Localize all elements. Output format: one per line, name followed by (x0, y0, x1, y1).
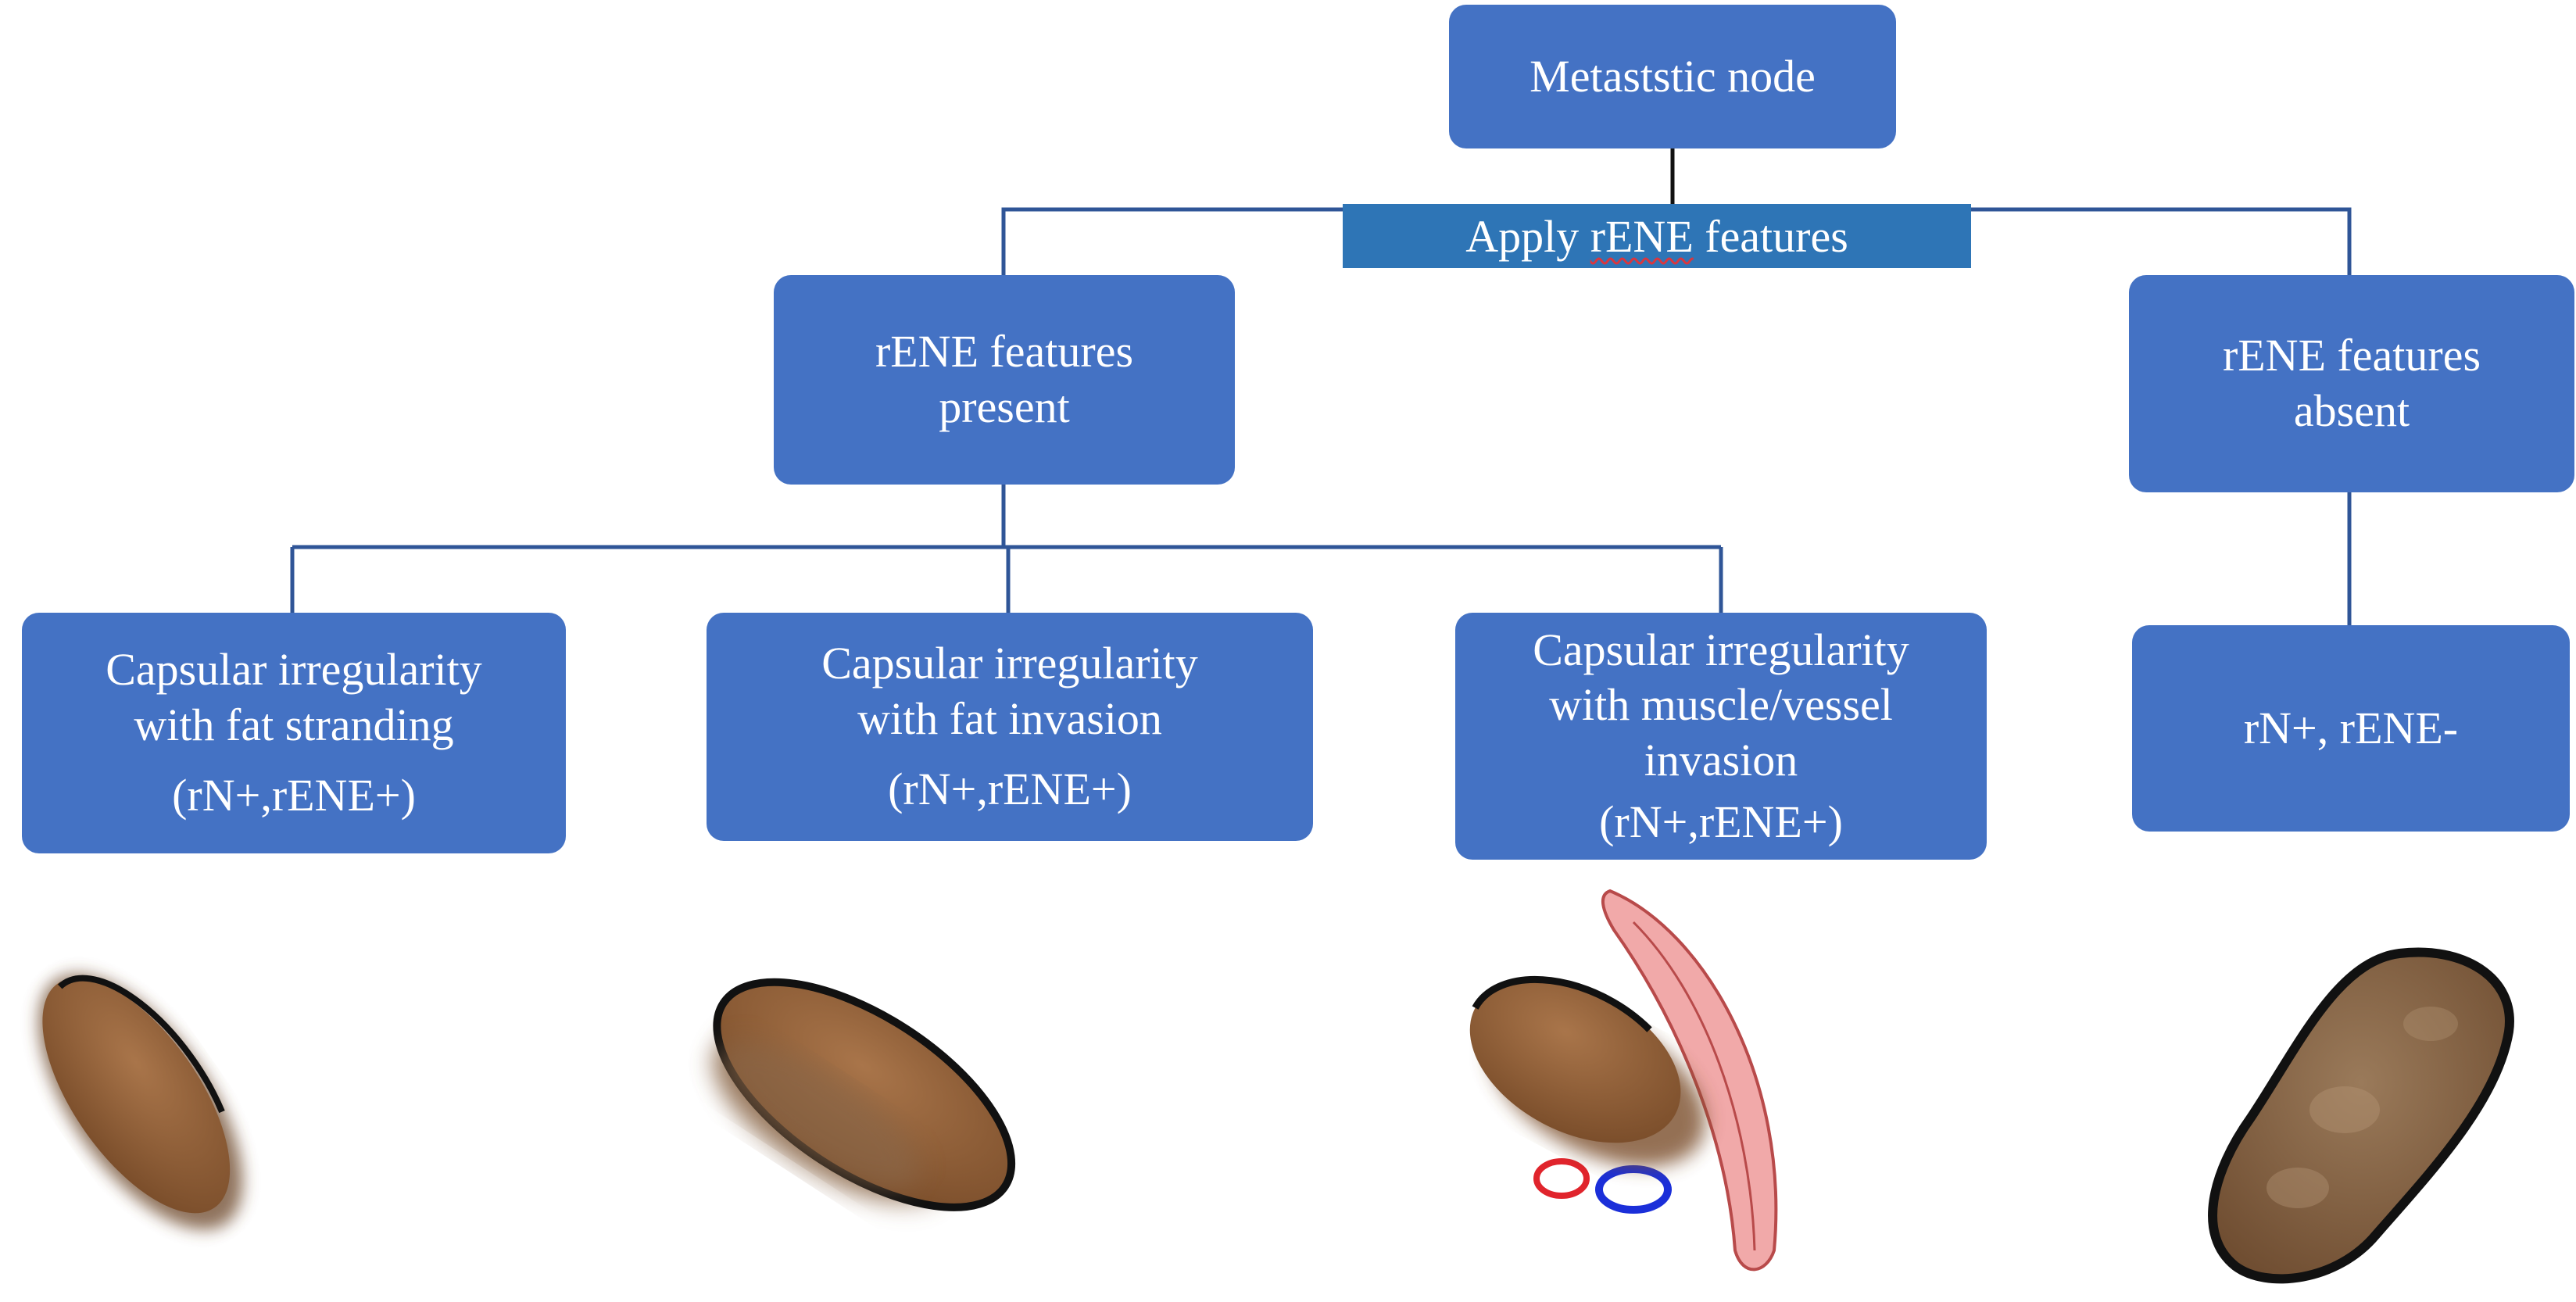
leaf1-stage: (rN+,rENE+) (172, 770, 416, 821)
rene-absent-box: rENE features absent (2129, 275, 2574, 492)
leaf3-stage: (rN+,rENE+) (1599, 796, 1843, 847)
rene-present-box: rENE features present (774, 275, 1235, 485)
node-rene-negative-illustration (2208, 947, 2514, 1284)
apply-term: rENE (1590, 210, 1694, 262)
muscle-vessel-invasion-box: Capsular irregularity with muscle/vessel… (1455, 613, 1987, 860)
leaf4-stage: rN+, rENE- (2243, 702, 2459, 753)
leaf3-line3: invasion (1644, 735, 1798, 785)
vein-shape (1595, 1165, 1672, 1214)
leaf2-line1: Capsular irregularity (821, 637, 1198, 689)
absent-line2: absent (2293, 385, 2410, 436)
artery-shape (1533, 1158, 1590, 1199)
connector-apply-absent (1971, 207, 2352, 275)
root-label: Metaststic node (1530, 50, 1816, 102)
rn-positive-rene-negative-box: rN+, rENE- (2132, 625, 2570, 832)
node-fat-invasion-illustration (713, 978, 1016, 1211)
leaf1-line2: with fat stranding (134, 699, 454, 750)
absent-line1: rENE features (2222, 330, 2481, 381)
fat-invasion-box: Capsular irregularity with fat invasion … (707, 613, 1313, 841)
leaf3-line2: with muscle/vessel (1549, 679, 1893, 731)
present-line1: rENE features (875, 326, 1134, 377)
apply-rene-features-bar: Apply rENE features (1343, 204, 1971, 268)
present-line2: present (939, 381, 1070, 432)
leaf3-line1: Capsular irregularity (1533, 624, 1909, 675)
apply-prefix: Apply (1465, 210, 1590, 262)
muscle-shape (1601, 889, 1778, 1272)
apply-suffix: features (1693, 210, 1848, 262)
fat-stranding-box: Capsular irregularity with fat stranding… (22, 613, 566, 853)
metastatic-node-box: Metaststic node (1449, 5, 1896, 148)
node-muscle-vessel-invasion-illustration (1469, 889, 1778, 1272)
leaf2-stage: (rN+,rENE+) (888, 764, 1132, 815)
leaf2-line2: with fat invasion (857, 692, 1162, 744)
leaf1-line1: Capsular irregularity (106, 643, 482, 695)
node-fat-stranding-illustration (38, 974, 243, 1230)
connector-apply-present (1001, 207, 1343, 275)
